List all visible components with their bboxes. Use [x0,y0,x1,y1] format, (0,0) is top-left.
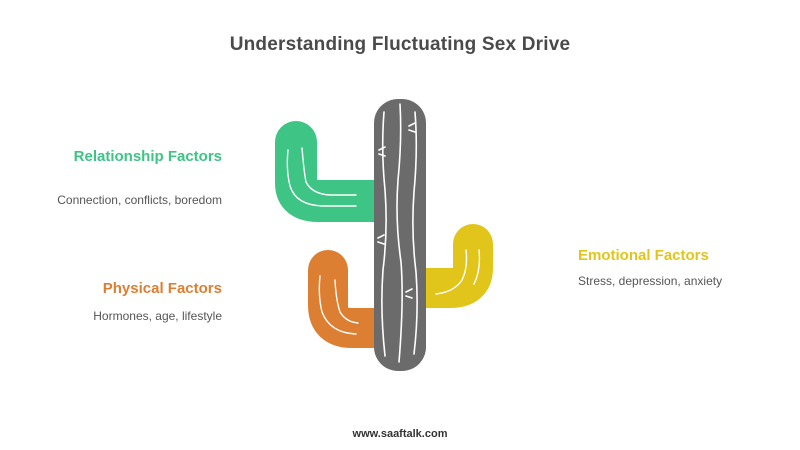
arm-texture [286,147,481,335]
physical-arm-joint [352,308,374,348]
emotional-arm [405,224,493,308]
cactus-trunk [374,99,426,371]
physical-factors-title: Physical Factors [102,280,222,297]
emotional-factors-title: Emotional Factors [578,247,709,264]
relationship-factors-title: Relationship Factors [73,148,222,165]
physical-arm [308,250,392,348]
relationship-arm-joint [352,180,374,222]
emotional-factors-description: Stress, depression, anxiety [578,274,723,288]
footer-website-link[interactable]: www.saaftalk.com [352,428,448,440]
relationship-factors-description: Connection, conflicts, boredom [57,193,222,207]
relationship-arm [275,121,393,222]
physical-factors-description: Hormones, age, lifestyle [93,309,222,323]
page-title: Understanding Fluctuating Sex Drive [229,34,571,55]
trunk-texture [377,103,418,363]
emotional-arm-joint [424,268,442,308]
